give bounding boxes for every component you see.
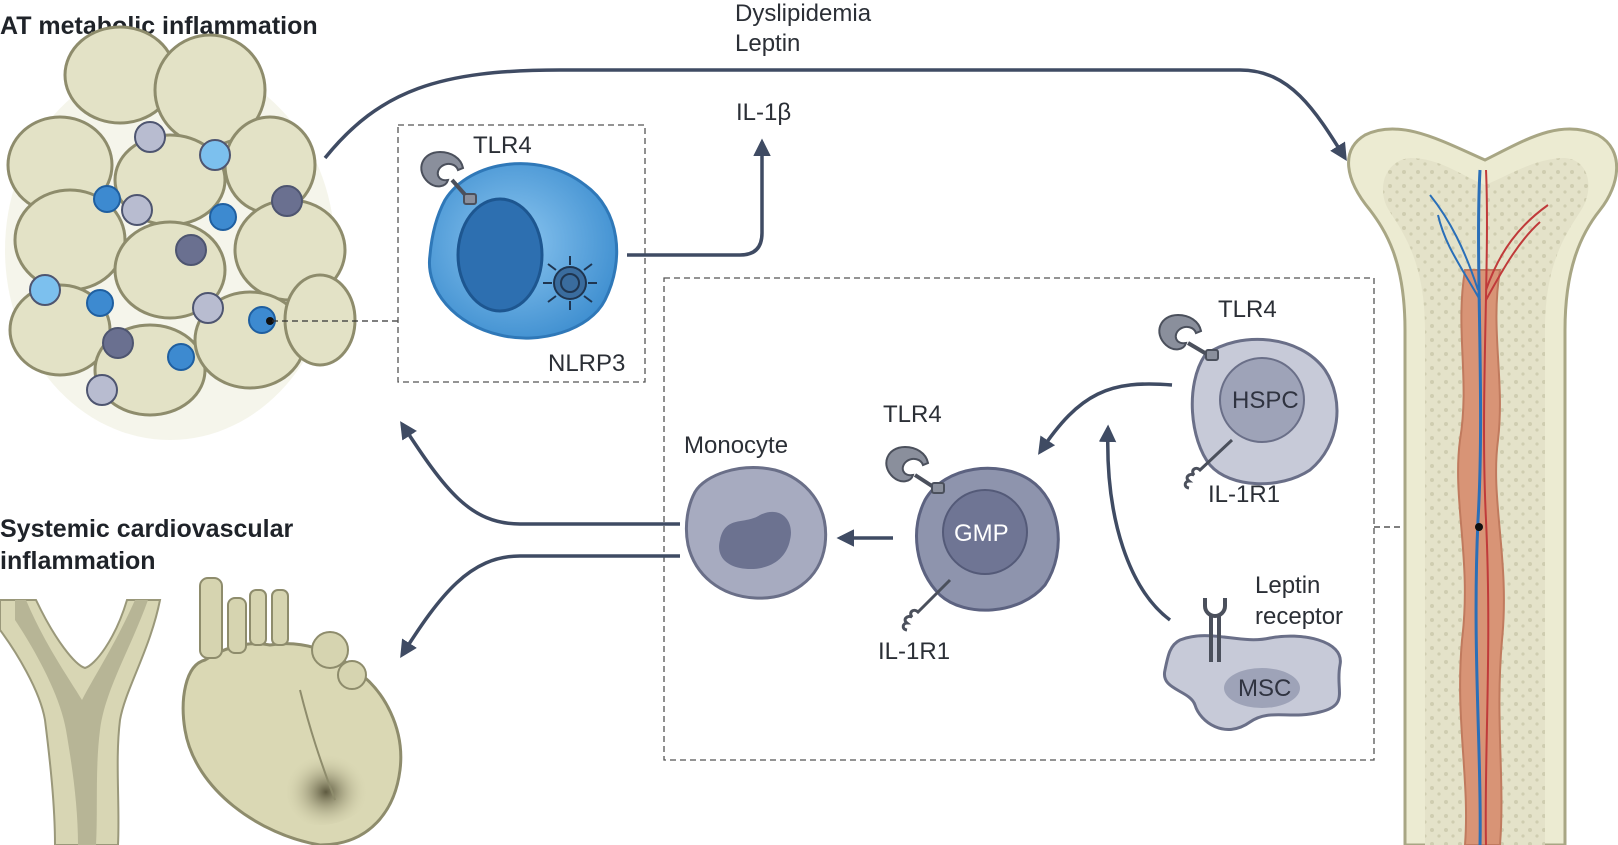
heart-icon: [181, 577, 403, 845]
il1b-arrow: [627, 138, 771, 257]
hspc-to-gmp-arrow: [1038, 382, 1173, 455]
adipose-tissue-icon: [5, 25, 357, 440]
systemic-title-line2: inflammation: [0, 547, 156, 575]
dyslipidemia-label: Dyslipidemia: [735, 0, 872, 27]
msc-to-hspc-arrow: [1098, 424, 1172, 622]
top-arc-arrow: [323, 68, 1347, 161]
msc-cell-icon: [1163, 634, 1342, 731]
leptin-label: Leptin: [735, 30, 800, 57]
hspc-cell-icon: [1190, 337, 1339, 486]
inflammasome-icon: [543, 256, 597, 310]
monocyte-cell-icon: [684, 466, 828, 600]
gmp-tlr4-receptor-icon: [885, 445, 945, 494]
bone-marrow-box: [663, 277, 1375, 761]
macrophage-icon: [427, 162, 619, 340]
hspc-tlr4-label: TLR4: [1218, 296, 1277, 323]
bone-icon: [1347, 127, 1618, 845]
msc-label: MSC: [1238, 675, 1291, 702]
tlr4-receptor-icon: [420, 150, 477, 205]
gmp-cell-icon: [915, 466, 1060, 612]
macrophage-tlr4-label: TLR4: [473, 132, 532, 159]
hspc-il1r1-receptor-icon: [1183, 438, 1234, 490]
artery-icon: [0, 599, 162, 845]
hspc-tlr4-receptor-icon: [1158, 313, 1219, 361]
nlrp3-label: NLRP3: [548, 350, 625, 377]
leptin-receptor-label-line2: receptor: [1255, 603, 1343, 630]
hspc-label: HSPC: [1232, 387, 1299, 414]
leptin-receptor-label-line1: Leptin: [1255, 572, 1320, 599]
gmp-label: GMP: [954, 520, 1009, 547]
gmp-tlr4-label: TLR4: [883, 401, 942, 428]
gmp-il1r1-label: IL-1R1: [878, 638, 950, 665]
leptin-receptor-icon: [1203, 598, 1227, 662]
il1b-label: IL-1β: [736, 99, 791, 126]
monocyte-to-at-arrow: [400, 421, 680, 526]
systemic-title-line1: Systemic cardiovascular: [0, 515, 293, 543]
gmp-il1r1-receptor-icon: [901, 578, 952, 632]
at-title: AT metabolic inflammation: [0, 12, 318, 40]
hspc-il1r1-label: IL-1R1: [1208, 481, 1280, 508]
monocyte-label: Monocyte: [684, 432, 788, 459]
monocyte-to-systemic-arrow: [400, 554, 680, 658]
